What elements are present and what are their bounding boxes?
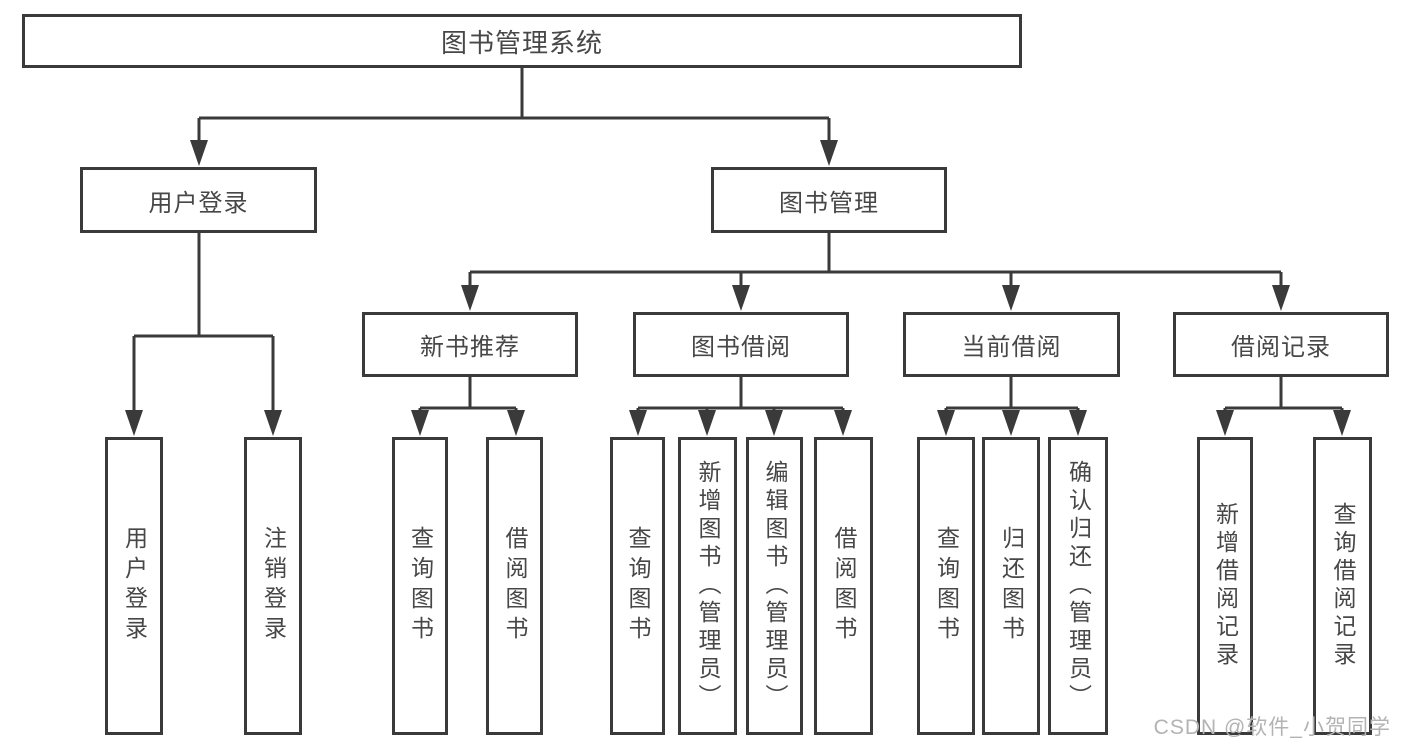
- leaf-add-borrow-record: 新增借阅记录: [1197, 437, 1253, 735]
- node-borrowing-records: 借阅记录: [1173, 312, 1389, 377]
- node-book-management: 图书管理: [711, 167, 947, 233]
- leaf-query-borrow-record: 查询借阅记录: [1313, 437, 1372, 735]
- leaf-confirm-return-admin: 确认归还（管理员）: [1048, 437, 1108, 735]
- leaf-borrow-books-recommend: 借阅图书: [486, 437, 543, 735]
- leaf-user-login: 用户登录: [105, 437, 163, 735]
- leaf-query-books-current: 查询图书: [917, 437, 975, 735]
- node-current-borrowing: 当前借阅: [903, 312, 1120, 377]
- node-user-login: 用户登录: [80, 167, 317, 233]
- node-new-book-recommendation: 新书推荐: [362, 312, 578, 377]
- leaf-return-book: 归还图书: [982, 437, 1040, 735]
- leaf-add-book-admin: 新增图书（管理员）: [678, 437, 737, 735]
- node-library-management-system: 图书管理系统: [22, 14, 1022, 68]
- leaf-logout: 注销登录: [244, 437, 302, 735]
- node-book-borrowing: 图书借阅: [633, 312, 849, 377]
- watermark: CSDN @软件_小贺同学: [1153, 716, 1391, 739]
- leaf-query-books-borrowing: 查询图书: [610, 437, 665, 735]
- leaf-borrow-books-borrowing: 借阅图书: [814, 437, 873, 735]
- leaf-query-books-recommend: 查询图书: [392, 437, 448, 735]
- leaf-edit-book-admin: 编辑图书（管理员）: [746, 437, 803, 735]
